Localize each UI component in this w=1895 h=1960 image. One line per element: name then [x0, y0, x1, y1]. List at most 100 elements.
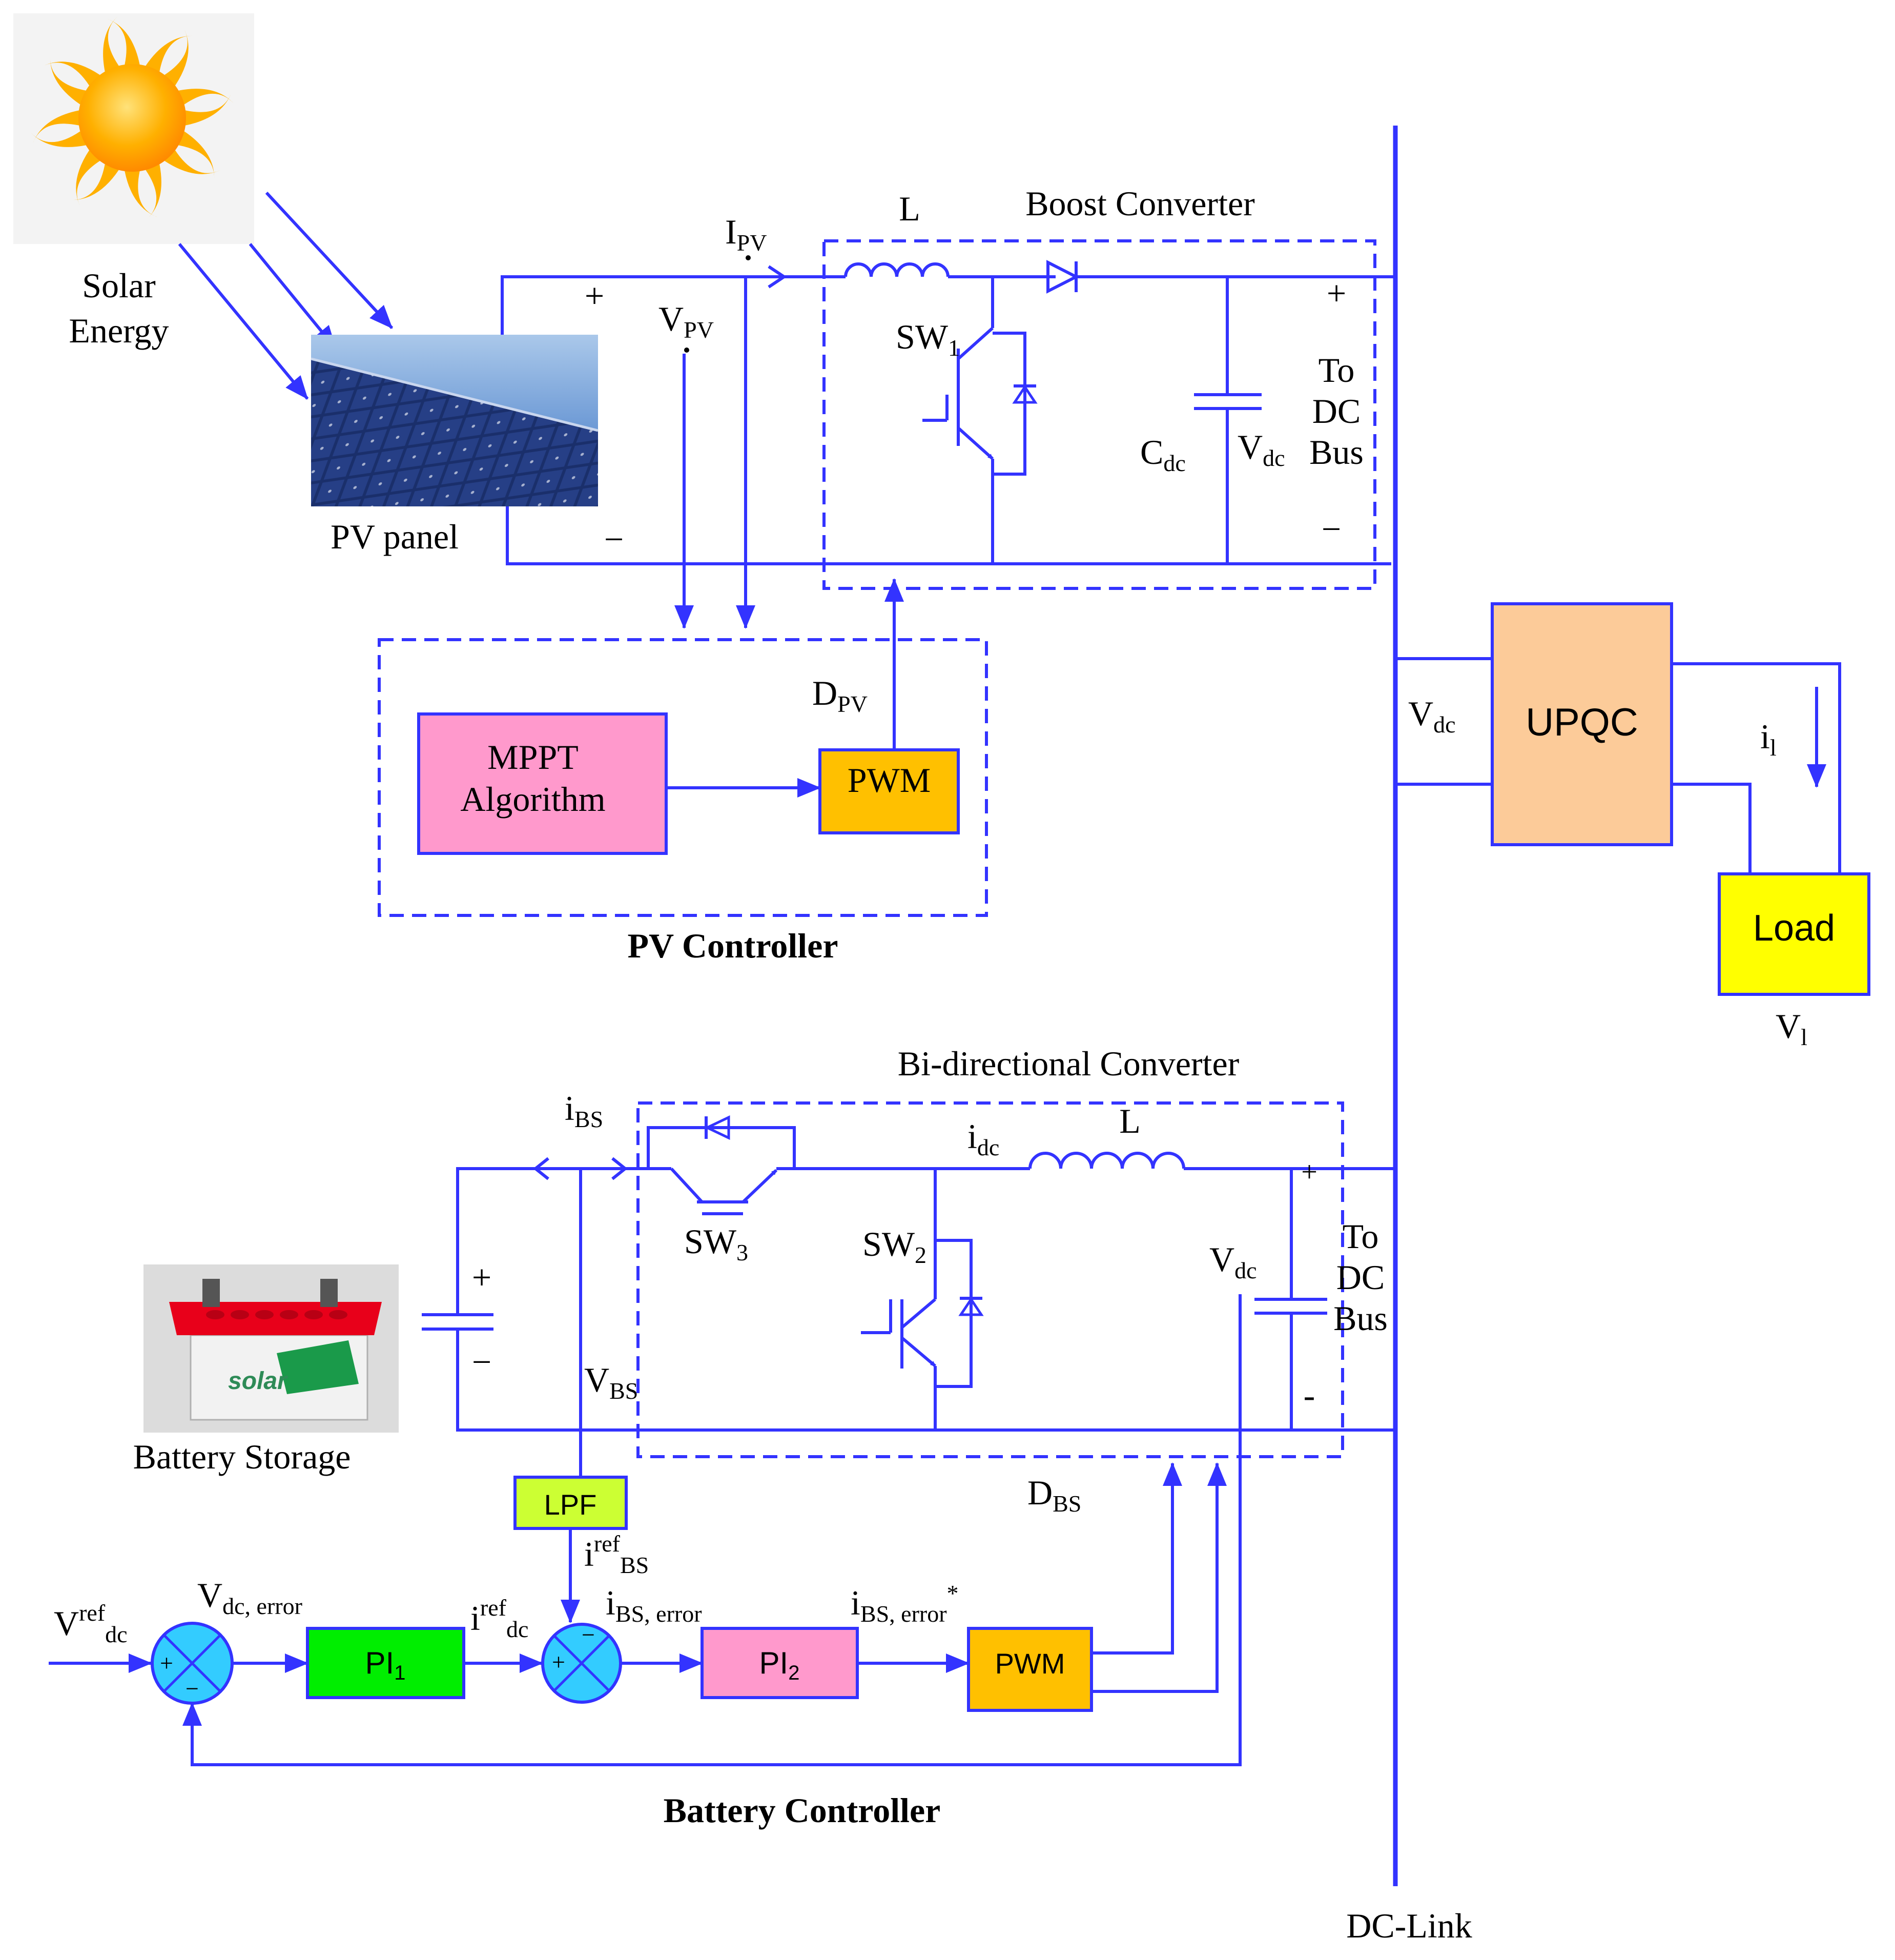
ibs-label: iBS	[565, 1089, 603, 1132]
pi1-label: PI1	[365, 1646, 406, 1684]
sun-ray	[44, 62, 100, 86]
lpf-block	[513, 1476, 628, 1530]
iref-bs-label: irefBS	[584, 1530, 649, 1578]
vdc-error-label: Vdc, error	[197, 1576, 302, 1619]
mppt-label-line1: MPPT	[487, 738, 579, 777]
pv-panel-label: PV panel	[331, 517, 459, 556]
sun-ray	[103, 16, 119, 72]
battery-storage-label: Battery Storage	[133, 1437, 351, 1476]
solar-panel-image	[311, 335, 599, 506]
vref-dc-label: Vrefdc	[54, 1600, 128, 1647]
battery-pwm-block	[967, 1627, 1093, 1712]
battery-controller-label: Battery Controller	[664, 1791, 941, 1830]
sun-ray	[50, 56, 86, 105]
load-block	[1718, 872, 1870, 996]
battery-brand-text: solar	[228, 1367, 288, 1395]
sw1-igbt	[922, 277, 1038, 564]
boost-converter-label: Boost Converter	[1025, 184, 1255, 223]
pi1-block	[306, 1627, 465, 1699]
pi2-block	[701, 1627, 859, 1699]
i-pv-label: IPV	[725, 212, 767, 256]
pv-controller-box	[378, 638, 988, 917]
ibs-error-label: iBS, error	[606, 1583, 702, 1627]
upqc-wiring	[1395, 657, 1841, 874]
battery-minus-sign: −	[472, 1342, 491, 1381]
pv-controller-label: PV Controller	[627, 926, 838, 965]
boost-dc-label: DC	[1312, 392, 1361, 431]
sun-ray	[31, 131, 86, 147]
bidirectional-dc-label: DC	[1336, 1258, 1385, 1297]
battery-cell-cap	[280, 1310, 298, 1319]
sw1-label: SW1	[896, 317, 960, 361]
boost-to-label: To	[1319, 351, 1355, 390]
sun-ray	[146, 35, 194, 72]
battery-cell-cap	[255, 1310, 274, 1319]
battery-cell-cap	[304, 1310, 323, 1319]
solar-energy-label-line1: Solar	[82, 266, 156, 305]
dbs-gate-signals	[1091, 1462, 1227, 1693]
solar-energy-rays	[178, 191, 394, 400]
v-pv-label: VPV	[658, 299, 714, 343]
cdc-capacitor	[1194, 277, 1262, 564]
i-pv-dot	[746, 255, 751, 260]
bidirectional-bus-label: Bus	[1333, 1299, 1388, 1338]
summer1-minus: −	[186, 1676, 199, 1702]
boost-minus-sign: −	[1322, 509, 1341, 548]
sun-ray	[33, 110, 79, 144]
sun-ray	[185, 92, 232, 126]
boost-diode	[1046, 260, 1394, 294]
bidirectional-inductor	[1028, 1152, 1395, 1170]
dc-link-label: DC-Link	[1346, 1906, 1472, 1945]
battery-cell-cap	[206, 1310, 224, 1319]
dpv-label: DPV	[812, 673, 868, 717]
sw2-label: SW2	[862, 1224, 926, 1268]
bidirectional-inductor-label: L	[1119, 1101, 1141, 1140]
summer-2	[541, 1623, 622, 1704]
sun-icon	[13, 13, 254, 244]
boost-bus-label: Bus	[1309, 433, 1364, 472]
idc-label: idc	[967, 1117, 999, 1160]
vdc-feedback-wire	[191, 1294, 1242, 1766]
battery-plus-sign: +	[472, 1258, 491, 1297]
bidirectional-vdc-label: Vdc	[1209, 1240, 1257, 1283]
battery-wiring	[422, 1157, 1395, 1477]
dbs-label: DBS	[1027, 1473, 1081, 1517]
pi2-label: PI2	[759, 1646, 800, 1684]
mppt-block	[417, 712, 668, 855]
il-label: il	[1760, 717, 1777, 761]
boost-converter-box	[822, 239, 1376, 590]
battery-image: solar	[143, 1264, 399, 1433]
bidirectional-converter-label: Bi-directional Converter	[898, 1044, 1240, 1083]
summer1-plus: +	[160, 1650, 173, 1676]
iref-dc-label: irefdc	[470, 1595, 528, 1642]
vl-label: Vl	[1776, 1007, 1807, 1050]
bidirectional-plus-sign: +	[1301, 1156, 1317, 1188]
v-pv-dot	[684, 348, 689, 353]
upqc-label: UPQC	[1526, 701, 1638, 744]
sun-ray	[164, 150, 221, 174]
bidirectional-minus-sign: -	[1304, 1376, 1315, 1415]
mppt-label-line2: Algorithm	[460, 780, 605, 819]
pv-plus-sign: +	[585, 276, 604, 315]
boost-inductor-label: L	[899, 189, 920, 228]
cdc-label: Cdc	[1140, 433, 1186, 476]
pv-minus-sign: −	[604, 520, 624, 559]
boost-plus-sign: +	[1327, 274, 1346, 313]
pv-pwm-label: PWM	[848, 761, 931, 800]
sun-ray	[76, 150, 100, 207]
sun-ray	[164, 29, 189, 86]
upqc-block	[1491, 602, 1673, 846]
vbs-label: VBS	[584, 1360, 638, 1404]
sw3-igbt	[635, 1115, 1030, 1215]
lpf-label: LPF	[544, 1488, 597, 1521]
load-label: Load	[1753, 908, 1835, 949]
sun-ray	[178, 89, 234, 105]
upqc-vdc-label: Vdc	[1408, 694, 1456, 738]
bidirectional-to-label: To	[1343, 1217, 1379, 1256]
battery-cell-cap	[231, 1310, 249, 1319]
sun-ray	[71, 164, 119, 200]
pv-pwm-block	[818, 748, 960, 834]
battery-pwm-label: PWM	[995, 1647, 1065, 1680]
sw2-igbt	[861, 1169, 984, 1430]
